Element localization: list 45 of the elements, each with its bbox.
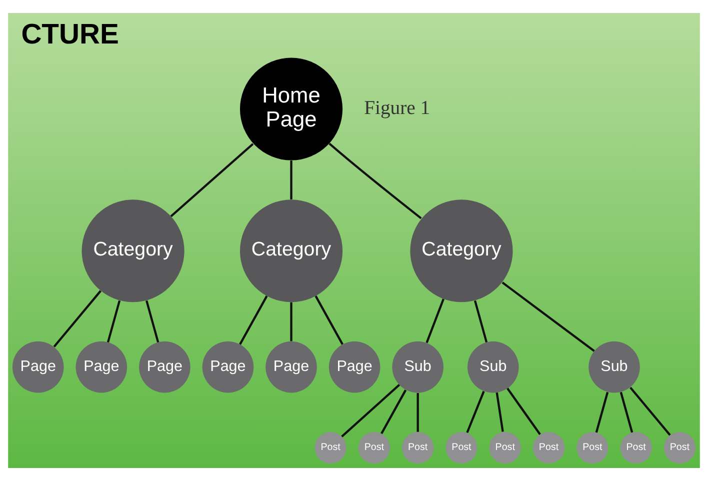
connector	[416, 393, 419, 432]
node-circle: Post	[314, 432, 346, 464]
connector	[53, 290, 102, 348]
node-circle: Post	[576, 432, 608, 464]
connector	[341, 384, 400, 438]
connector	[630, 386, 671, 436]
connector	[426, 298, 444, 344]
connector	[314, 296, 344, 345]
connector	[170, 143, 254, 218]
connector	[474, 300, 488, 343]
node-circle: Page	[139, 341, 190, 393]
node-circle: Sub	[588, 341, 640, 393]
node-circle: Post	[489, 432, 521, 464]
node-circle: Category	[82, 200, 184, 302]
connector	[106, 300, 121, 343]
connector	[466, 390, 485, 434]
node-circle: Sub	[392, 341, 444, 393]
node-circle: Home Page	[240, 58, 343, 160]
connector	[328, 142, 422, 220]
node-circle: Page	[328, 341, 380, 393]
node-circle: Page	[266, 341, 317, 393]
connector	[595, 392, 609, 433]
label: Figure 1	[364, 96, 430, 119]
connector	[620, 392, 634, 433]
node-circle: Post	[620, 432, 652, 464]
node-circle: Page	[12, 341, 64, 393]
node-circle: Post	[358, 432, 390, 464]
connector	[380, 390, 407, 434]
node-circle: Category	[240, 200, 343, 302]
connector	[146, 300, 160, 343]
connector	[506, 388, 541, 436]
connector	[239, 296, 268, 345]
connector	[290, 160, 292, 200]
node-circle: Post	[664, 432, 696, 464]
node-circle: Post	[402, 432, 434, 464]
node-circle: Category	[410, 200, 513, 302]
node-circle: Page	[202, 341, 254, 393]
node-circle: Page	[76, 341, 128, 393]
node-circle: Post	[446, 432, 478, 464]
diagram-title: CTURE	[21, 18, 119, 50]
node-circle: Post	[532, 432, 565, 464]
node-circle: Sub	[467, 341, 519, 393]
connector	[290, 302, 292, 342]
connector	[502, 282, 595, 352]
connector	[496, 392, 504, 432]
